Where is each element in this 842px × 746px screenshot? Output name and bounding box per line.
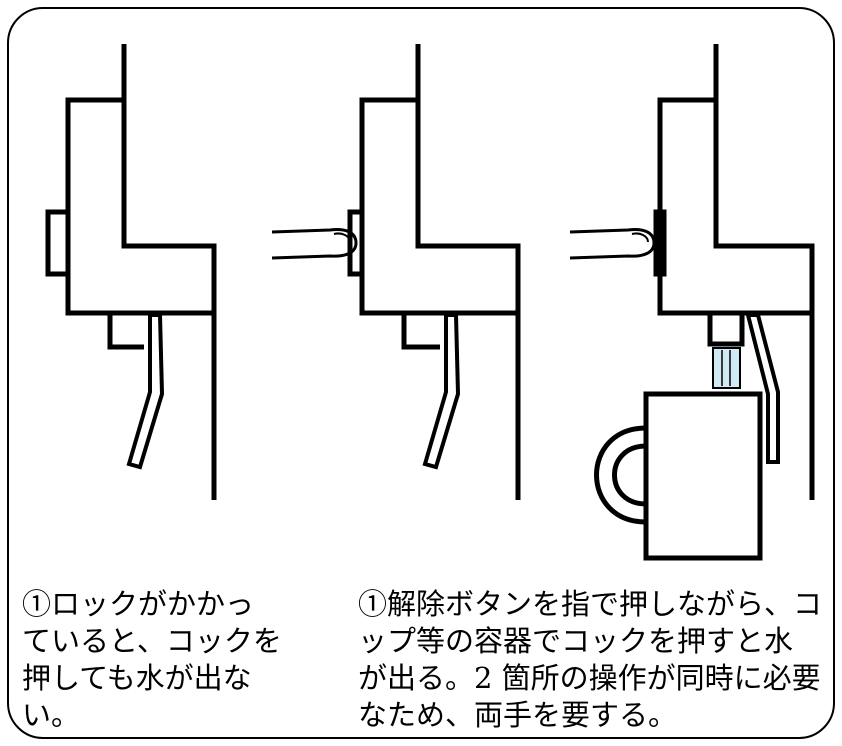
wall-and-faucet-body — [359, 44, 521, 500]
nozzle — [107, 313, 144, 350]
diagram-frame — [7, 7, 835, 739]
panel-water-flowing — [569, 44, 815, 561]
panel-locked — [45, 44, 217, 500]
fingernail — [631, 232, 649, 243]
faucet-body-upper — [415, 100, 521, 313]
cup-handle-inner — [612, 443, 647, 507]
finger-icon — [569, 228, 656, 260]
cup-icon — [643, 391, 763, 561]
caption-unlocked: ①解除ボタンを指で押しながら、コ ップ等の容器でコックを押すと水 が出る。2 箇… — [358, 587, 823, 732]
finger-icon — [271, 228, 358, 260]
faucet-body-upper — [713, 100, 815, 313]
cock-lever — [126, 313, 165, 470]
nozzle — [401, 313, 440, 350]
release-button — [653, 209, 667, 277]
fingernail — [333, 232, 351, 243]
wall-and-faucet-body — [65, 44, 217, 500]
cup-handle-outer — [594, 425, 647, 525]
water-stream — [712, 347, 741, 389]
caption-locked: ①ロックがかかっ ていると、コックを 押しても水が出な い。 — [22, 587, 282, 732]
nozzle — [707, 313, 745, 347]
cock-lever — [745, 313, 780, 464]
faucet-body-upper — [121, 100, 217, 313]
faucet-diagram — [45, 44, 815, 561]
cock-lever — [422, 313, 461, 470]
panel-button-pressed — [271, 44, 521, 500]
wall-and-faucet-body — [657, 44, 815, 500]
release-button — [347, 209, 365, 277]
release-button — [45, 209, 71, 277]
